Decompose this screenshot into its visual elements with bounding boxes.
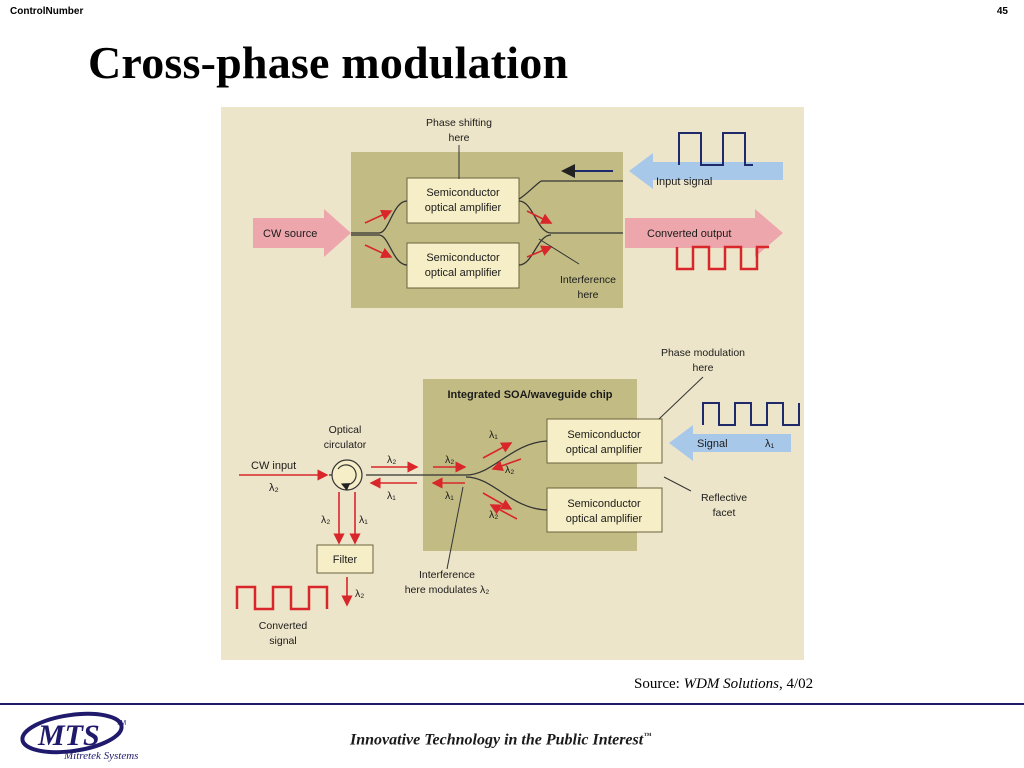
svg-text:λ₂: λ₂	[505, 464, 514, 476]
converted-output-label: Converted output	[647, 228, 731, 240]
svg-text:λ₁: λ₁	[387, 490, 396, 502]
svg-text:λ₁: λ₁	[445, 490, 454, 502]
top-soa-lower-line2: optical amplifier	[425, 267, 502, 279]
tagline-tm: ™	[643, 731, 652, 740]
top-soa-upper-line2: optical amplifier	[425, 202, 502, 214]
converted-output-arrow: Converted output	[625, 209, 783, 257]
svg-text:optical amplifier: optical amplifier	[566, 444, 643, 456]
mts-logo: MTS TM Mitretek Systems	[20, 711, 138, 762]
svg-text:circulator: circulator	[324, 439, 367, 451]
top-soa-lower-line1: Semiconductor	[426, 252, 500, 264]
svg-text:λ₁: λ₁	[489, 429, 498, 441]
converted-output-waveform	[675, 245, 769, 271]
signal-arrow: Signal λ₁	[669, 425, 791, 461]
top-red-arrows	[364, 209, 553, 259]
svg-text:λ₂: λ₂	[321, 514, 330, 526]
top-soa-lower-box: Semiconductor optical amplifier	[406, 242, 520, 289]
cw-source-label: CW source	[263, 228, 317, 240]
optical-circulator-label: Optical circulator	[324, 424, 367, 451]
footer-rule	[0, 703, 1024, 705]
tagline-text: Innovative Technology in the Public Inte…	[350, 731, 644, 749]
svg-text:Filter: Filter	[333, 554, 358, 566]
svg-text:here modulates λ₂: here modulates λ₂	[405, 584, 490, 596]
top-soa-upper-box: Semiconductor optical amplifier	[406, 177, 520, 224]
top-interference-label: Interference here	[538, 238, 616, 301]
top-waveguides	[351, 180, 623, 266]
svg-text:signal: signal	[269, 635, 296, 647]
svg-text:Semiconductor: Semiconductor	[567, 429, 641, 441]
svg-text:Phase shifting: Phase shifting	[426, 117, 492, 129]
bottom-input-waveform	[702, 402, 800, 426]
svg-text:here: here	[692, 362, 713, 374]
svg-text:optical amplifier: optical amplifier	[566, 513, 643, 525]
bottom-lambda-labels: λ₂ λ₁ λ₂ λ₁ λ₁ λ₂ λ₂ λ₂ λ₁ λ₂	[321, 429, 514, 600]
svg-text:facet: facet	[713, 507, 736, 519]
bottom-soa-upper-box: Semiconductor optical amplifier	[546, 418, 663, 464]
filter-box: Filter	[316, 544, 374, 574]
svg-text:Phase modulation: Phase modulation	[661, 347, 745, 359]
footer-tagline: Innovative Technology in the Public Inte…	[350, 731, 651, 749]
svg-text:λ₂: λ₂	[387, 454, 396, 466]
source-citation: Source: WDM Solutions, 4/02	[634, 676, 813, 693]
control-number-label: ControlNumber	[10, 6, 84, 17]
signal-label: Signal	[697, 438, 728, 450]
phase-modulation-label: Phase modulation here	[658, 347, 745, 420]
svg-text:λ₂: λ₂	[445, 454, 454, 466]
svg-text:λ₂: λ₂	[489, 509, 498, 521]
bottom-interference-label: Interference here modulates λ₂	[405, 486, 490, 596]
chip-title: Integrated SOA/waveguide chip	[447, 389, 612, 401]
logo-mts-text: MTS	[37, 719, 100, 752]
cw-source-arrow: CW source	[253, 209, 351, 257]
svg-text:CW input: CW input	[251, 460, 296, 472]
cw-input-label: CW input λ₂	[239, 460, 329, 494]
input-signal-waveform	[678, 132, 753, 166]
converted-signal-waveform	[235, 585, 329, 611]
bottom-red-arrows	[333, 442, 522, 607]
svg-text:Optical: Optical	[329, 424, 362, 436]
source-date: , 4/02	[779, 676, 814, 692]
svg-text:Interference: Interference	[560, 274, 616, 286]
page-number: 45	[996, 6, 1008, 17]
svg-text:Interference: Interference	[419, 569, 475, 581]
svg-text:Semiconductor: Semiconductor	[567, 498, 641, 510]
optical-circulator	[331, 459, 363, 491]
input-signal-label: Input signal	[656, 176, 712, 188]
svg-text:Converted: Converted	[259, 620, 308, 632]
svg-text:here: here	[448, 132, 469, 144]
bottom-soa-lower-box: Semiconductor optical amplifier	[546, 487, 663, 533]
xpm-diagram-figure: Semiconductor optical amplifier Semicond…	[221, 107, 804, 660]
logo-tm: TM	[116, 720, 126, 727]
svg-text:λ₁: λ₁	[359, 514, 368, 526]
source-publication: WDM Solutions	[683, 676, 779, 692]
svg-text:λ₁: λ₁	[765, 438, 775, 450]
reflective-facet-label: Reflective facet	[663, 476, 747, 519]
svg-text:Reflective: Reflective	[701, 492, 747, 504]
phase-shifting-label: Phase shifting here	[426, 117, 492, 179]
svg-text:here: here	[577, 289, 598, 301]
logo-subtext: Mitretek Systems	[63, 750, 138, 762]
svg-text:λ₂: λ₂	[355, 588, 364, 600]
svg-text:λ₂: λ₂	[269, 482, 279, 494]
slide-title: Cross-phase modulation	[88, 37, 569, 88]
top-soa-upper-line1: Semiconductor	[426, 187, 500, 199]
source-prefix: Source:	[634, 676, 684, 692]
converted-signal-label: Converted signal	[259, 620, 308, 647]
